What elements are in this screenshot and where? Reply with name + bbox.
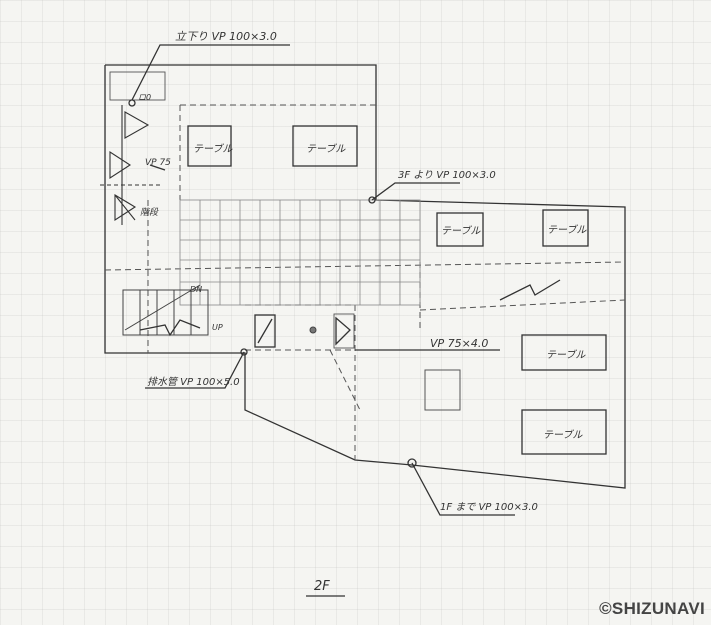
table: [521, 409, 607, 455]
pipe-drop-marker: [240, 348, 248, 356]
table: [436, 212, 484, 247]
pipe-drop-marker: [407, 458, 417, 468]
annotation-top-left-pipe: 立下り VP 100×3.0: [175, 30, 277, 43]
annotation-bottom-left-pipe: 排水管 VP 100×5.0: [147, 376, 240, 388]
table-label: テーブル: [441, 225, 481, 237]
pipe-break: [139, 319, 201, 337]
floor-label: 2F: [314, 579, 330, 594]
table-label: テーブル: [306, 143, 346, 155]
annotation-vp75: VP 75: [145, 158, 171, 168]
watermark: ©SHIZUNAVI: [599, 599, 705, 618]
staircase: [122, 284, 209, 336]
partition: [419, 299, 626, 311]
table-label: テーブル: [543, 429, 583, 441]
fixture-column: [100, 105, 160, 225]
leader-line: [145, 351, 245, 389]
pipe-drop-marker: [128, 99, 136, 107]
annotation-ro: ロ0: [138, 93, 151, 102]
fixture-frame: [333, 313, 355, 349]
annotation-main-pipe: VP 75×4.0: [430, 337, 488, 350]
partition: [104, 261, 626, 271]
partition: [329, 349, 361, 411]
leader-line: [371, 182, 460, 201]
table: [292, 125, 358, 167]
annotation-dn: DN: [190, 285, 202, 294]
leader-line: [411, 462, 515, 516]
fixture-triangle: [335, 316, 351, 346]
table: [187, 125, 232, 167]
annotation-up: UP: [212, 323, 223, 332]
drain-marker: [309, 326, 317, 334]
tile-grid: [179, 199, 421, 306]
wall-upper-left: [104, 64, 626, 489]
table-label: テーブル: [547, 224, 587, 236]
fixture-box-line: [257, 318, 273, 344]
leader-line: [131, 44, 290, 101]
table: [542, 209, 589, 247]
table-label: テーブル: [193, 143, 233, 155]
annotation-right-pipe: 3F より VP 100×3.0: [398, 170, 496, 181]
annotation-bottom-pipe: 1F まで VP 100×3.0: [440, 502, 538, 513]
inner-room: [424, 369, 461, 411]
table-label: テーブル: [546, 349, 586, 361]
annotation-stairs: 階段: [140, 207, 159, 218]
pipe-column-top: [109, 71, 166, 101]
pipe-drop-marker: [368, 196, 376, 204]
fixture-box: [254, 314, 276, 348]
pipe-break: [499, 279, 561, 301]
leader-line: [149, 164, 166, 171]
table: [521, 334, 607, 371]
